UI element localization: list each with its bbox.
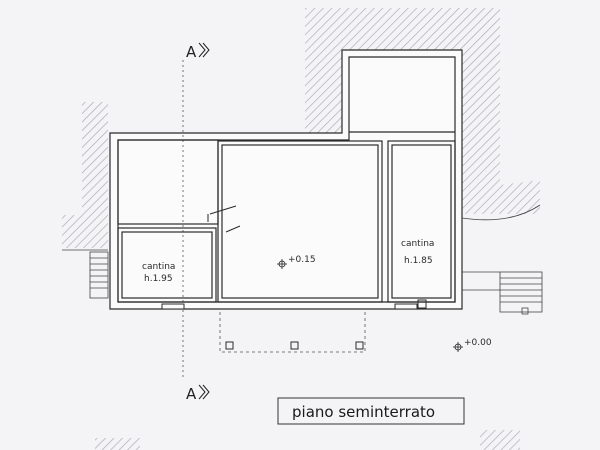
right-stair bbox=[461, 204, 543, 315]
level-symbol-icon bbox=[277, 259, 287, 269]
room-height: h.1.85 bbox=[404, 256, 433, 266]
room-label-right: cantina h.1.85 bbox=[401, 239, 434, 266]
level-floor-value: +0.15 bbox=[288, 255, 316, 265]
section-mark-bottom: A bbox=[186, 384, 210, 403]
plan-fill bbox=[110, 50, 462, 309]
room-name: cantina bbox=[401, 239, 434, 249]
drawing-title: piano seminterrato bbox=[292, 403, 435, 421]
left-stair bbox=[62, 249, 109, 299]
level-marker-floor: +0.15 bbox=[277, 255, 316, 269]
level-symbol-icon bbox=[453, 342, 463, 352]
room-name: cantina bbox=[142, 262, 175, 272]
section-mark-bottom-label: A bbox=[186, 385, 197, 403]
section-mark-top: A bbox=[186, 42, 210, 61]
walls bbox=[109, 49, 463, 310]
door-marks bbox=[161, 205, 427, 310]
terrain-hatching bbox=[62, 8, 540, 450]
level-outside-value: +0.00 bbox=[464, 338, 492, 348]
porch-outline bbox=[219, 312, 366, 353]
title-block: piano seminterrato bbox=[277, 397, 465, 425]
level-marker-outside: +0.00 bbox=[453, 338, 492, 352]
section-mark-top-label: A bbox=[186, 43, 197, 61]
room-height: h.1.95 bbox=[144, 274, 173, 284]
room-label-left: cantina h.1.95 bbox=[142, 262, 175, 284]
